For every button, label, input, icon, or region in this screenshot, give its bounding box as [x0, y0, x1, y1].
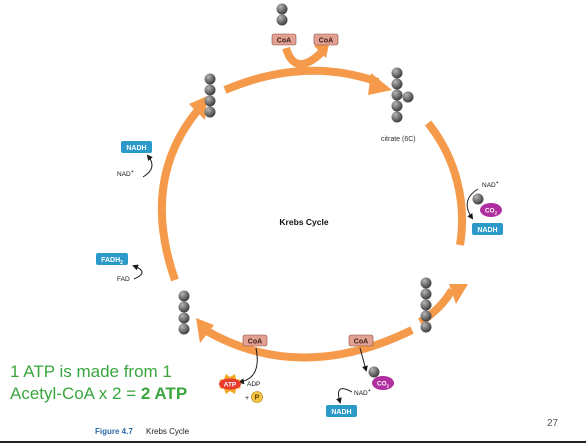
citrate-label: citrate (6C)	[381, 136, 416, 143]
nadh-box-right: NADH	[472, 223, 503, 235]
svg-text:NAD+: NAD+	[117, 169, 134, 178]
svg-text:NAD+: NAD+	[354, 388, 371, 397]
atp-note-prefix: Acetyl-CoA x 2 =	[10, 384, 141, 403]
coa-box-entry-left: CoA	[271, 33, 297, 46]
reaction-arrow-nad-right	[466, 188, 479, 220]
svg-text:CoA: CoA	[354, 339, 368, 346]
co2-oval-bottom: CO2	[372, 376, 394, 390]
nad-plus-bottom: NAD+	[354, 388, 371, 397]
bottom-rule	[0, 441, 586, 443]
carbon-chain-left-lower	[178, 290, 190, 335]
adp-label: ADP	[247, 381, 260, 388]
arrowhead-top	[368, 73, 392, 95]
reaction-arrow-nad-bottom	[335, 388, 353, 404]
carbon-released-right	[472, 193, 484, 205]
svg-text:NADH: NADH	[477, 227, 497, 234]
cycle-title: Krebs Cycle	[279, 217, 328, 227]
svg-text:NADH: NADH	[126, 145, 146, 152]
arrowhead-left	[189, 96, 207, 120]
phosphate-circle: P	[251, 391, 263, 403]
fad-label: FAD	[117, 276, 130, 283]
atp-note: 1 ATP is made from 1 Acetyl-CoA x 2 = 2 …	[10, 361, 220, 405]
carbon-chain-top-left	[204, 73, 216, 118]
reaction-arrow-coa-bottom-right	[359, 347, 368, 372]
reaction-arrow-nad-left	[142, 154, 153, 178]
arrowhead-bottom	[196, 318, 214, 343]
svg-text:CoA: CoA	[277, 38, 291, 45]
cycle-arrows	[157, 46, 466, 362]
cycle-arc-bottom	[202, 326, 414, 362]
carbon-chain-right-lower	[420, 277, 432, 333]
svg-text:NAD+: NAD+	[482, 180, 499, 189]
svg-text:CO2: CO2	[377, 381, 390, 389]
cycle-arc-top	[223, 66, 380, 94]
atp-note-line1: 1 ATP is made from 1	[10, 362, 172, 381]
carbon-chain-citrate	[391, 67, 414, 123]
coa-box-entry-right: CoA	[313, 33, 339, 46]
svg-text:ATP: ATP	[224, 382, 237, 389]
svg-text:CoA: CoA	[248, 339, 262, 346]
atp-starburst: ATP	[219, 374, 241, 394]
carbon-chain-acetyl	[276, 3, 288, 26]
nadh-box-bottom: NADH	[326, 405, 357, 417]
fadh2-box: FADH2	[96, 253, 128, 266]
nad-plus-left: NAD+	[117, 169, 134, 178]
coa-box-bottom-right: CoA	[348, 334, 374, 347]
atp-note-total: 2 ATP	[140, 384, 188, 403]
page-number: 27	[547, 418, 559, 429]
cycle-arc-left	[157, 107, 202, 282]
svg-text:P: P	[255, 395, 260, 402]
svg-text:NADH: NADH	[331, 409, 351, 416]
figure-title: Krebs Cycle	[146, 427, 190, 436]
reaction-arrow-fad	[132, 264, 143, 280]
nadh-box-left: NADH	[121, 141, 152, 153]
arrowhead-right	[449, 284, 468, 304]
carbon-released-bottom	[368, 366, 380, 378]
atp-note-line2: Acetyl-CoA x 2 = 2 ATP	[10, 383, 220, 405]
figure-label: Figure 4.7	[95, 427, 133, 436]
plus-sign: +	[245, 395, 249, 402]
svg-text:CoA: CoA	[319, 38, 333, 45]
entry-arc	[282, 46, 325, 68]
svg-text:CO2: CO2	[485, 208, 498, 216]
svg-text:FADH2: FADH2	[101, 257, 123, 266]
coa-box-bottom-left: CoA	[242, 334, 268, 347]
nad-plus-right: NAD+	[482, 180, 499, 189]
reaction-arrow-atp	[238, 347, 258, 385]
co2-oval-right: CO2	[480, 203, 502, 217]
cycle-arc-right-upper	[424, 120, 466, 246]
